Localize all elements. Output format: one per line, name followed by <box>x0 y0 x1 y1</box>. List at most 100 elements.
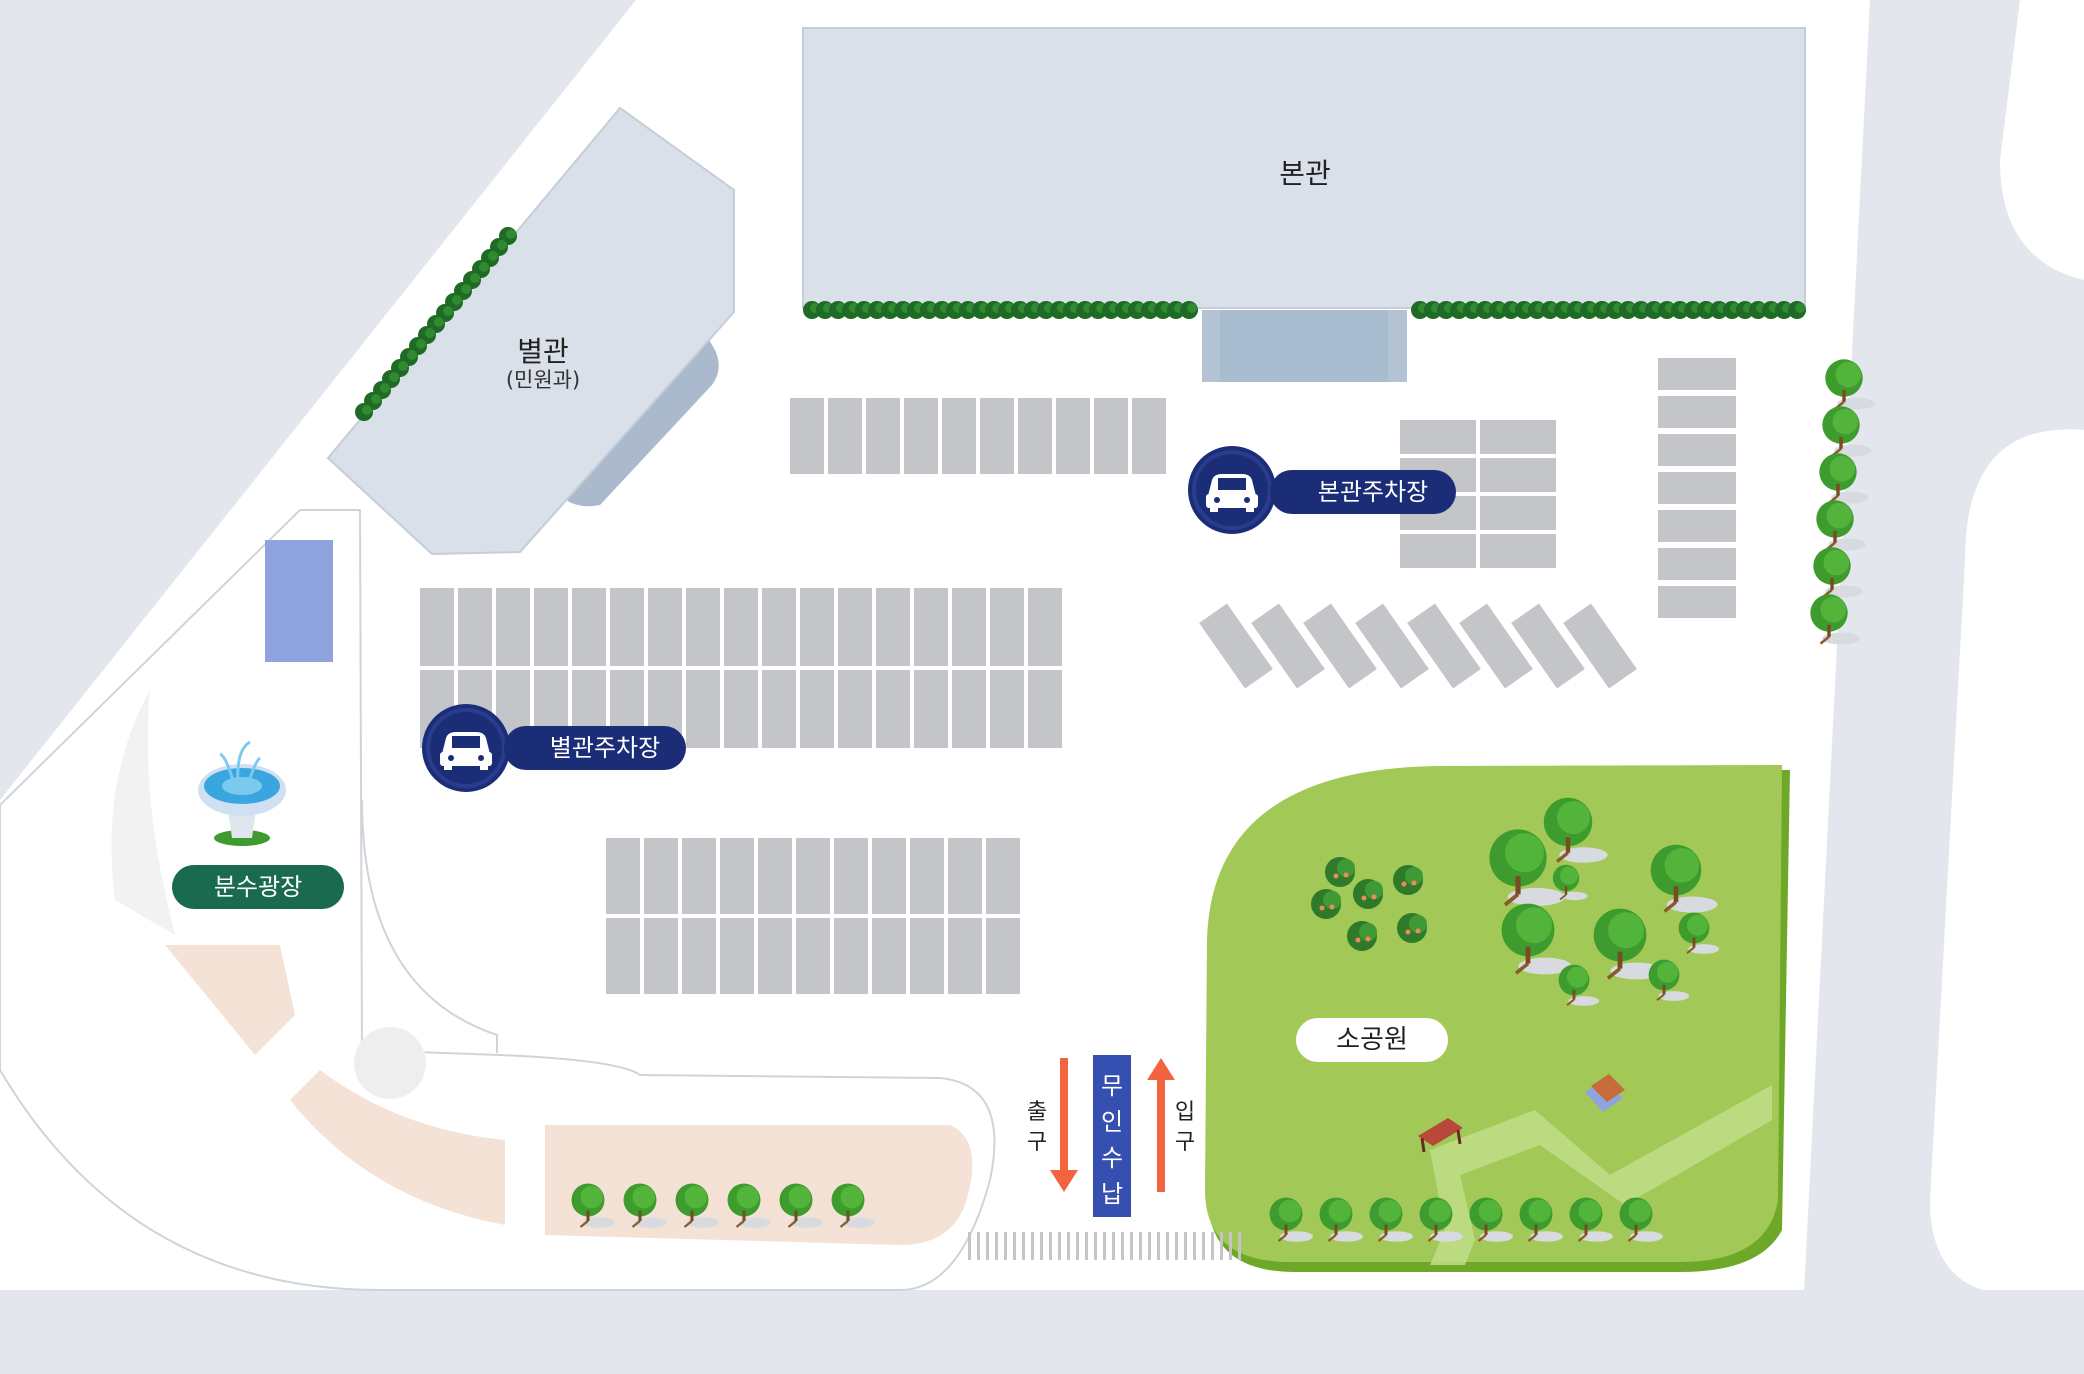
parking-space <box>834 838 868 914</box>
toll-booth-label: 무인수납 <box>1100 1072 1124 1208</box>
crosswalk-stripe <box>986 1232 989 1260</box>
road-south-curve <box>0 1070 380 1290</box>
crosswalk-stripe <box>1013 1232 1016 1260</box>
parking-space <box>1056 398 1090 474</box>
plaza-pool <box>265 540 333 662</box>
main-building-title: 본관 <box>1279 157 1331 190</box>
parking-space <box>910 838 944 914</box>
parking-space <box>1251 603 1325 689</box>
entrance-label: 입구 <box>1174 1100 1196 1155</box>
crosswalk-stripe <box>1121 1232 1124 1260</box>
crosswalk <box>968 1232 1241 1260</box>
parking-space <box>496 588 530 666</box>
parking-space <box>990 670 1024 748</box>
crosswalk-stripe <box>1040 1232 1043 1260</box>
parking-space <box>572 588 606 666</box>
parking-space <box>1480 496 1556 530</box>
crosswalk-stripe <box>1184 1232 1187 1260</box>
road-south <box>0 1290 2084 1370</box>
parking-space <box>534 588 568 666</box>
parking-space <box>1303 603 1377 689</box>
plaza-boundary <box>0 509 996 1291</box>
annex-building-title: 별관 <box>517 335 569 368</box>
exit-label: 출구 <box>1026 1100 1048 1155</box>
parking-space <box>866 398 900 474</box>
fountain-plaza-label[interactable]: 분수광장 <box>172 865 344 909</box>
parking-space <box>948 838 982 914</box>
parking-space <box>606 918 640 994</box>
parking-space <box>952 588 986 666</box>
bush-icon <box>1347 921 1377 951</box>
car-icon-annex <box>422 704 510 792</box>
bush-icon <box>1353 879 1383 909</box>
park-label[interactable]: 소공원 <box>1296 1018 1448 1062</box>
parking-space <box>720 918 754 994</box>
parking-space <box>610 588 644 666</box>
parking-space <box>686 670 720 748</box>
hedge-shrub <box>355 403 373 421</box>
crosswalk-stripe <box>1076 1232 1079 1260</box>
parking-space <box>1355 603 1429 689</box>
parking-space <box>1459 603 1533 689</box>
road-west <box>0 0 600 760</box>
hedge-shrub <box>1180 301 1198 319</box>
crosswalk-stripe <box>1202 1232 1205 1260</box>
parking-space <box>948 918 982 994</box>
parking-space <box>876 588 910 666</box>
parking-space <box>838 670 872 748</box>
parking-space <box>838 588 872 666</box>
annex-parking-label[interactable]: 별관주차장 <box>504 726 686 770</box>
main-parking-label[interactable]: 본관주차장 <box>1270 470 1456 514</box>
crosswalk-stripe <box>1103 1232 1106 1260</box>
parking-space <box>876 670 910 748</box>
parking-space <box>800 670 834 748</box>
parking-space <box>1563 603 1637 689</box>
park-lawn <box>1205 765 1782 1262</box>
crosswalk-stripe <box>1238 1232 1241 1260</box>
parking-space <box>872 918 906 994</box>
hedge-shrub <box>1788 301 1806 319</box>
parking-space <box>762 588 796 666</box>
parking-space <box>952 670 986 748</box>
road-east-island-top <box>2000 0 2084 280</box>
crosswalk-stripe <box>1175 1232 1178 1260</box>
crosswalk-stripe <box>1004 1232 1007 1260</box>
parking-space <box>1028 588 1062 666</box>
parking-space <box>790 398 824 474</box>
parking-space <box>872 838 906 914</box>
parking-space <box>990 588 1024 666</box>
parking-space <box>986 918 1020 994</box>
parking-space <box>828 398 862 474</box>
crosswalk-stripe <box>1166 1232 1169 1260</box>
parking-space <box>724 588 758 666</box>
entrance-arrow-icon <box>1147 1058 1175 1192</box>
parking-space <box>644 918 678 994</box>
crosswalk-stripe <box>1229 1232 1232 1260</box>
parking-space <box>1658 586 1736 618</box>
crosswalk-stripe <box>1022 1232 1025 1260</box>
bench-icon-2 <box>1585 1074 1625 1112</box>
parking-space <box>796 838 830 914</box>
parking-space <box>1658 434 1736 466</box>
fountain-icon <box>198 740 286 846</box>
bench-icon <box>1418 1118 1463 1153</box>
crosswalk-stripe <box>1031 1232 1034 1260</box>
plaza-inner-curb <box>361 799 498 1053</box>
crosswalk-stripe <box>1049 1232 1052 1260</box>
crosswalk-stripe <box>1058 1232 1061 1260</box>
parking-space <box>914 588 948 666</box>
paving-2 <box>290 1070 505 1225</box>
car-icon <box>1188 446 1276 534</box>
exit-arrow-icon <box>1050 1058 1078 1192</box>
crosswalk-stripe <box>1148 1232 1151 1260</box>
crosswalk-stripe <box>1094 1232 1097 1260</box>
crosswalk-stripe <box>1085 1232 1088 1260</box>
parking-space <box>420 588 454 666</box>
paving-3 <box>545 1125 973 1245</box>
parking-space <box>910 918 944 994</box>
crosswalk-stripe <box>977 1232 980 1260</box>
parking-space <box>762 670 796 748</box>
crosswalk-stripe <box>1211 1232 1214 1260</box>
parking-space <box>1480 458 1556 492</box>
